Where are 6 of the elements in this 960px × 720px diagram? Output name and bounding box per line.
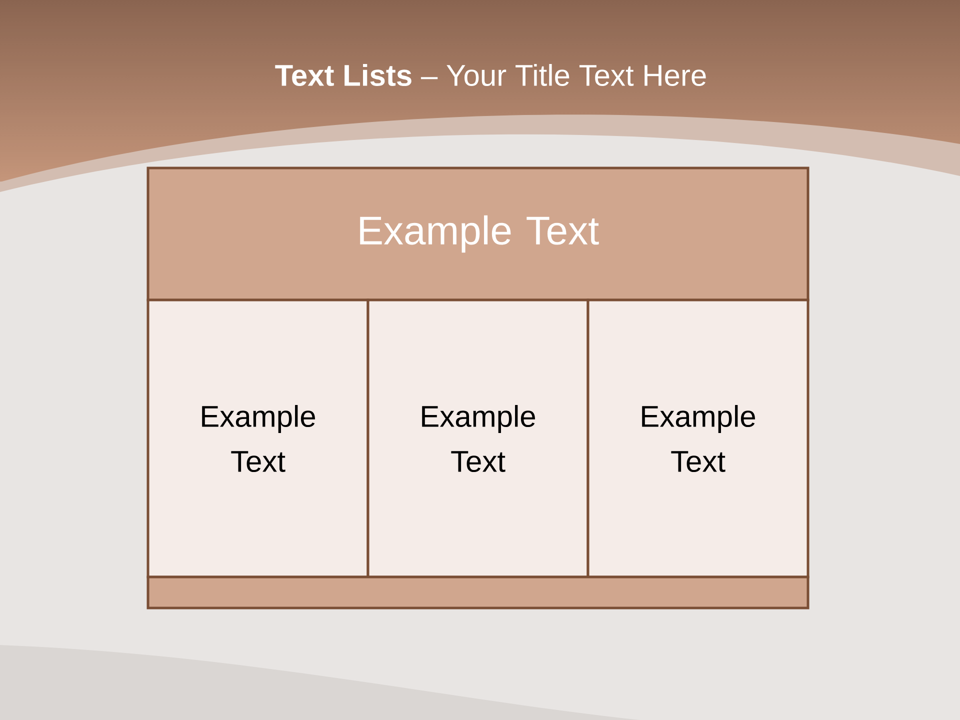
header-box: Example Text	[146, 166, 810, 302]
title: Text Lists – Your Title Text Here	[275, 64, 706, 86]
content-box: Example Text	[366, 298, 590, 578]
content-box: Example Text	[146, 298, 370, 578]
footer-bar	[146, 576, 810, 610]
content-box: Example Text	[586, 298, 810, 578]
